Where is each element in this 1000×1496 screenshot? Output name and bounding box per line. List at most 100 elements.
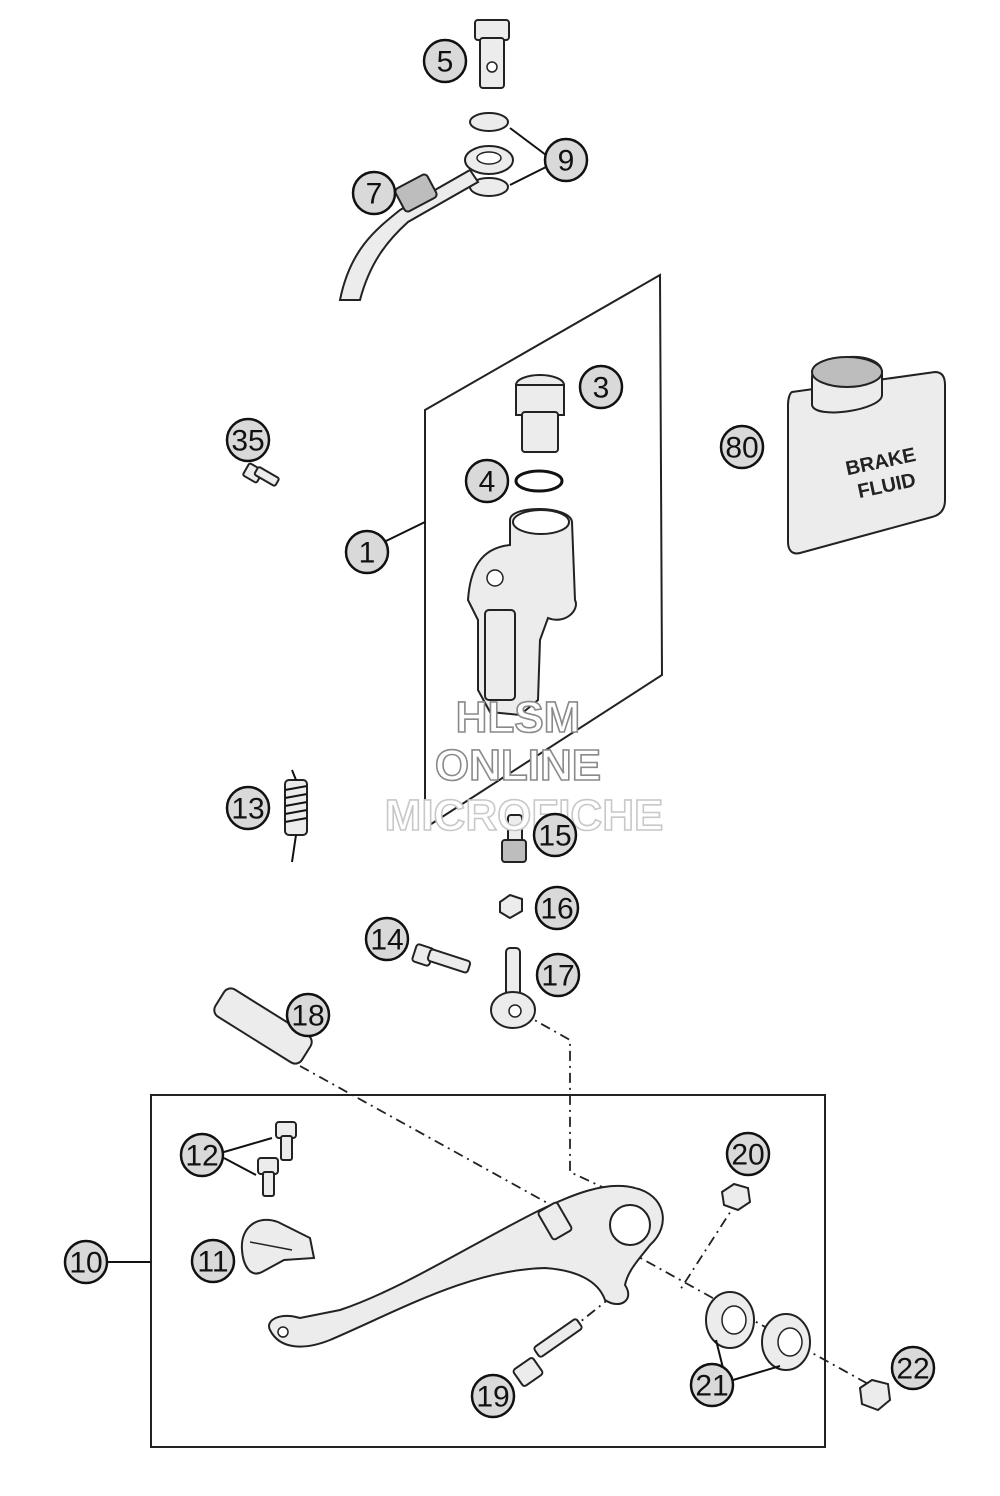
assembly-line-bearings — [607, 1239, 871, 1386]
brake-fluid-can-part: BRAKE FLUID — [787, 355, 946, 555]
callout-5: 5 — [422, 38, 468, 84]
callout-number: 22 — [896, 1353, 929, 1386]
leader-9-upper — [509, 127, 547, 156]
callout-number: 14 — [370, 924, 403, 957]
callout-circle — [534, 885, 580, 931]
callout-number: 19 — [476, 1381, 509, 1414]
callout-number: 4 — [479, 466, 496, 499]
callout-20: 20 — [725, 1131, 771, 1177]
callout-circle — [351, 170, 397, 216]
callout-12: 12 — [179, 1132, 225, 1178]
callout-10: 10 — [63, 1239, 109, 1285]
leader-9-lower — [509, 166, 547, 186]
assembly-line-nut20 — [679, 1199, 739, 1291]
callout-number: 80 — [725, 432, 758, 465]
return-spring-part — [284, 769, 308, 863]
watermark-line3: MICROFICHE — [385, 791, 664, 840]
callout-19: 19 — [470, 1373, 516, 1419]
callout-15: 15 — [532, 812, 578, 858]
callout-17: 17 — [535, 952, 581, 998]
callout-number: 5 — [437, 46, 454, 79]
master-cylinder-part — [466, 508, 577, 717]
callout-number: 17 — [541, 960, 574, 993]
reservoir-cap-part — [515, 374, 565, 453]
callout-number: 12 — [185, 1140, 218, 1173]
leader-12-lower — [223, 1157, 257, 1176]
callout-number: 1 — [359, 537, 376, 570]
callout-11: 11 — [190, 1238, 236, 1284]
callout-35: 35 — [225, 417, 271, 463]
callout-22: 22 — [890, 1345, 936, 1391]
callout-circle — [470, 1373, 516, 1419]
screw-part — [242, 462, 280, 487]
assembly-line-clevis — [521, 1012, 631, 1201]
callout-number: 21 — [695, 1370, 728, 1403]
callout-circle — [285, 992, 331, 1038]
leader-21-right — [732, 1365, 781, 1381]
callout-number: 13 — [231, 793, 264, 826]
o-ring-part — [514, 469, 564, 493]
brake-pedal-group-frame — [150, 1094, 826, 1448]
callout-3: 3 — [578, 364, 624, 410]
callout-circle — [689, 1362, 735, 1408]
bearing-part-left — [705, 1291, 755, 1349]
watermark: HLSM ONLINE MICROFICHE — [384, 692, 664, 841]
bearing-part-right — [761, 1313, 811, 1371]
banjo-bolt-part — [474, 19, 510, 89]
callout-number: 35 — [231, 425, 264, 458]
callout-1: 1 — [344, 529, 390, 575]
callout-circle — [578, 364, 624, 410]
leader-12-upper — [223, 1137, 273, 1153]
callout-circle — [63, 1239, 109, 1285]
callout-16: 16 — [534, 885, 580, 931]
push-rod-part — [501, 814, 527, 863]
callout-circle — [422, 38, 468, 84]
callout-circle — [543, 137, 589, 183]
leader-1 — [385, 521, 426, 542]
callout-circle — [532, 812, 578, 858]
assembly-line-pin — [299, 1065, 561, 1211]
callout-circle — [225, 785, 271, 831]
callout-circle — [344, 529, 390, 575]
callout-number: 11 — [197, 1246, 228, 1279]
brake-step-part — [240, 1218, 316, 1275]
callout-number: 9 — [558, 145, 575, 178]
callout-number: 7 — [366, 178, 383, 211]
callout-circle — [725, 1131, 771, 1177]
hex-nut-part — [499, 893, 523, 920]
brake-hose-part — [338, 145, 514, 301]
callout-number: 18 — [291, 1000, 324, 1033]
callout-9: 9 — [543, 137, 589, 183]
callout-circle — [364, 916, 410, 962]
callout-number: 16 — [540, 893, 573, 926]
step-bolt-part-upper — [275, 1121, 297, 1161]
callout-circle — [719, 424, 765, 470]
watermark-line2: ONLINE — [435, 741, 601, 790]
callout-circle — [535, 952, 581, 998]
axle-nut-part — [858, 1378, 892, 1412]
callout-circle — [890, 1345, 936, 1391]
callout-7: 7 — [351, 170, 397, 216]
pedal-nut-part — [720, 1182, 752, 1212]
callout-number: 3 — [593, 372, 610, 405]
master-cylinder-group-frame — [424, 273, 664, 830]
washer-part-upper — [469, 112, 509, 132]
brake-pedal-part — [268, 1184, 664, 1348]
pivot-pin-part — [213, 987, 313, 1065]
callout-13: 13 — [225, 785, 271, 831]
clevis-bolt-part — [411, 943, 472, 974]
callout-circle — [179, 1132, 225, 1178]
callout-circle — [225, 417, 271, 463]
callout-14: 14 — [364, 916, 410, 962]
step-bolt-part-lower — [257, 1157, 279, 1197]
callout-number: 20 — [731, 1139, 764, 1172]
callout-number: 10 — [69, 1247, 102, 1280]
callout-circle — [464, 458, 510, 504]
callout-18: 18 — [285, 992, 331, 1038]
callout-number: 15 — [538, 820, 571, 853]
callout-circle — [190, 1238, 236, 1284]
clevis-part — [490, 947, 536, 1029]
pedal-bolt-part — [512, 1318, 583, 1387]
callout-21: 21 — [689, 1362, 735, 1408]
